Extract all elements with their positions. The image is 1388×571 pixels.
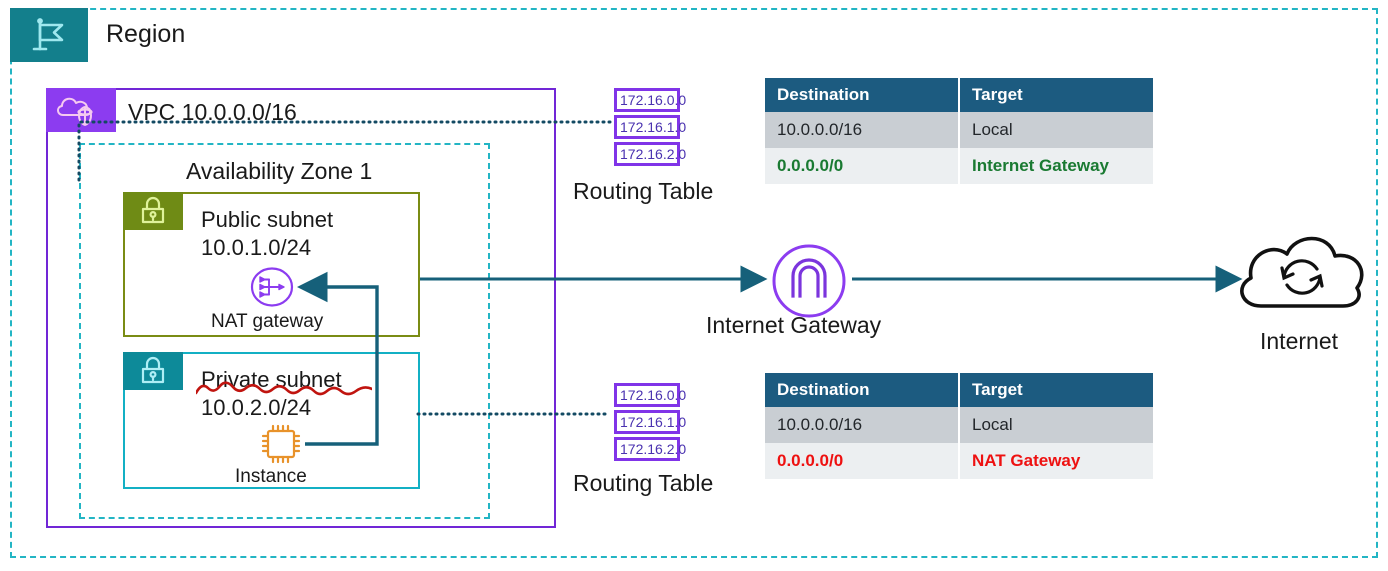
lock-icon — [123, 192, 183, 230]
internet-label: Internet — [1260, 328, 1338, 354]
region-label: Region — [106, 20, 186, 48]
column-header-target: Target — [959, 373, 1153, 407]
cell-target: NAT Gateway — [959, 443, 1153, 479]
nat-gateway-label: NAT gateway — [211, 311, 324, 332]
table-header-row: Destination Target — [765, 373, 1153, 407]
cidr-badge: 172.16.0.0 — [614, 383, 686, 407]
table-header-row: Destination Target — [765, 78, 1153, 112]
routing-table-badges-private: 172.16.0.0 172.16.1.0 172.16.2.0 — [614, 383, 686, 461]
routing-table-badges-public: 172.16.0.0 172.16.1.0 172.16.2.0 — [614, 88, 686, 166]
routing-table-caption-private: Routing Table — [573, 470, 714, 496]
routing-table-public: Destination Target 10.0.0.0/16 Local 0.0… — [765, 78, 1153, 184]
instance-chip-icon[interactable] — [259, 422, 303, 466]
public-subnet-cidr: 10.0.1.0/24 — [201, 235, 312, 260]
cell-destination: 0.0.0.0/0 — [765, 148, 960, 184]
table-row: 10.0.0.0/16 Local — [765, 112, 1153, 148]
vpc-container — [46, 88, 556, 528]
vpc-cloud-icon — [46, 88, 116, 132]
cell-target: Local — [959, 407, 1153, 443]
flag-icon — [10, 8, 88, 62]
availability-zone-label: Availability Zone 1 — [186, 158, 373, 184]
internet-gateway-label: Internet Gateway — [706, 312, 882, 338]
column-header-destination: Destination — [765, 78, 960, 112]
vpc-label: VPC 10.0.0.0/16 — [128, 99, 297, 125]
internet-gateway-icon[interactable] — [771, 243, 847, 319]
private-subnet-title: Private subnet 10.0.2.0/24 — [201, 366, 342, 422]
cidr-badge: 172.16.2.0 — [614, 437, 686, 461]
public-subnet-name: Public subnet — [201, 207, 334, 232]
table-row: 0.0.0.0/0 NAT Gateway — [765, 443, 1153, 479]
column-header-destination: Destination — [765, 373, 960, 407]
cell-destination: 10.0.0.0/16 — [765, 407, 960, 443]
public-subnet-title: Public subnet 10.0.1.0/24 — [201, 206, 333, 262]
column-header-target: Target — [959, 78, 1153, 112]
cell-target: Local — [959, 112, 1153, 148]
routing-table-caption-public: Routing Table — [573, 178, 714, 204]
cidr-badge: 172.16.2.0 — [614, 142, 686, 166]
routing-table-private: Destination Target 10.0.0.0/16 Local 0.0… — [765, 373, 1153, 479]
instance-label: Instance — [235, 466, 307, 487]
cell-destination: 0.0.0.0/0 — [765, 443, 960, 479]
table-row: 0.0.0.0/0 Internet Gateway — [765, 148, 1153, 184]
cell-target: Internet Gateway — [959, 148, 1153, 184]
region-container — [10, 8, 1378, 558]
cidr-badge: 172.16.1.0 — [614, 115, 686, 139]
nat-gateway-icon[interactable] — [250, 267, 294, 307]
cidr-badge: 172.16.1.0 — [614, 410, 686, 434]
cidr-badge: 172.16.0.0 — [614, 88, 686, 112]
table-row: 10.0.0.0/16 Local — [765, 407, 1153, 443]
internet-cloud-icon — [1229, 222, 1375, 322]
lock-icon — [123, 352, 183, 390]
private-subnet-cidr: 10.0.2.0/24 — [201, 395, 312, 420]
private-subnet-name: Private subnet — [201, 367, 342, 392]
cell-destination: 10.0.0.0/16 — [765, 112, 960, 148]
